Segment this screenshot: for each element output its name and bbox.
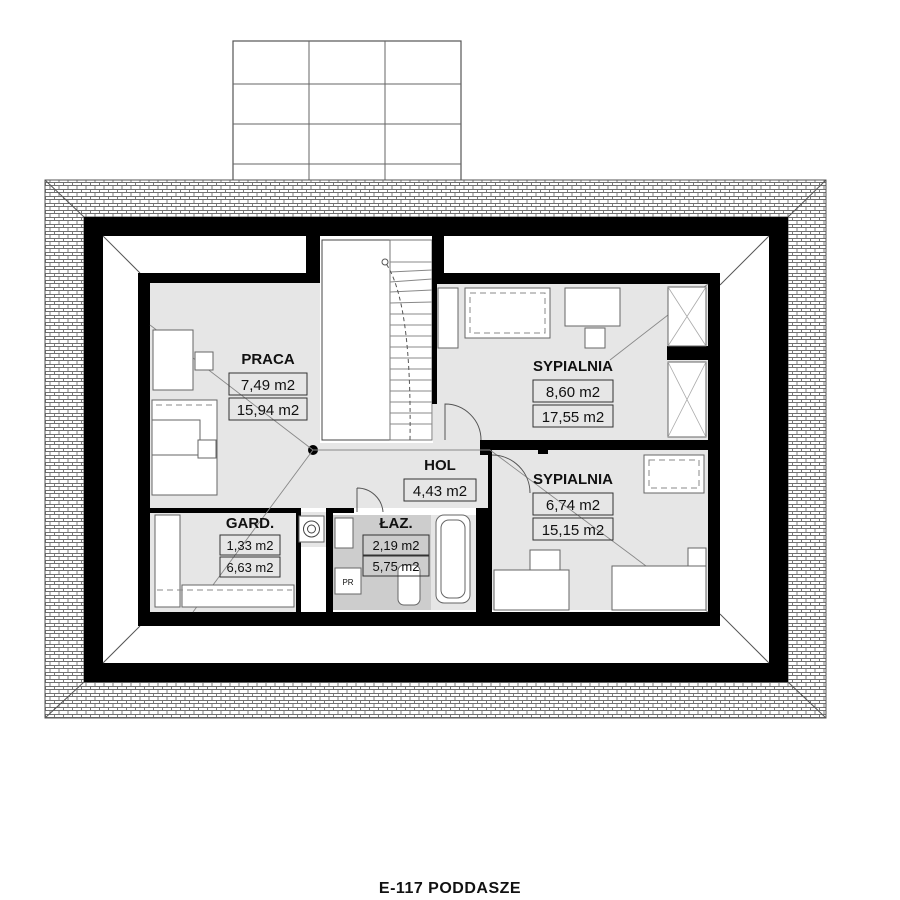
room-area: 15,15 m2: [542, 522, 605, 539]
room-name: GARD.: [226, 515, 274, 532]
room-area: 7,49 m2: [241, 377, 295, 394]
room-name: PRACA: [241, 351, 295, 368]
plan-title: E-117 PODDASZE: [379, 880, 521, 897]
room-gard: GARD. 1,33 m2 6,63 m2: [226, 515, 274, 575]
room-sypialnia-1: SYPIALNIA 8,60 m2 17,55 m2: [533, 358, 613, 426]
room-sypialnia-2: SYPIALNIA 6,74 m2 15,15 m2: [533, 471, 613, 539]
bedroom-2-furniture: [491, 454, 707, 611]
roof-hip-lines: [44, 179, 827, 719]
room-area: 1,33 m2: [227, 538, 274, 553]
room-name: HOL: [424, 457, 456, 474]
room-area: 15,94 m2: [237, 402, 300, 419]
room-praca: PRACA 7,49 m2 15,94 m2: [237, 351, 300, 419]
staircase: [321, 239, 433, 441]
room-area: 6,63 m2: [227, 560, 274, 575]
area-boxes: [219, 372, 614, 578]
balcony: [232, 40, 462, 208]
room-area: 2,19 m2: [373, 538, 420, 553]
room-name: ŁAZ.: [379, 515, 412, 532]
room-area: 5,75 m2: [373, 559, 420, 574]
bathroom-fixtures: [298, 487, 471, 606]
room-area: 6,74 m2: [546, 497, 600, 514]
room-hol: HOL 4,43 m2: [413, 457, 467, 500]
praca-furniture: [151, 329, 218, 496]
room-area: 17,55 m2: [542, 409, 605, 426]
bedroom-1-furniture: [437, 286, 707, 441]
room-name: SYPIALNIA: [533, 471, 613, 488]
interior-walls: [138, 236, 720, 626]
wardrobe-furniture: [154, 514, 295, 608]
washer-label: PR: [342, 578, 353, 587]
room-laz: ŁAZ. 2,19 m2 5,75 m2: [373, 515, 420, 574]
room-area: 4,43 m2: [413, 483, 467, 500]
room-area: 8,60 m2: [546, 384, 600, 401]
room-name: SYPIALNIA: [533, 358, 613, 375]
